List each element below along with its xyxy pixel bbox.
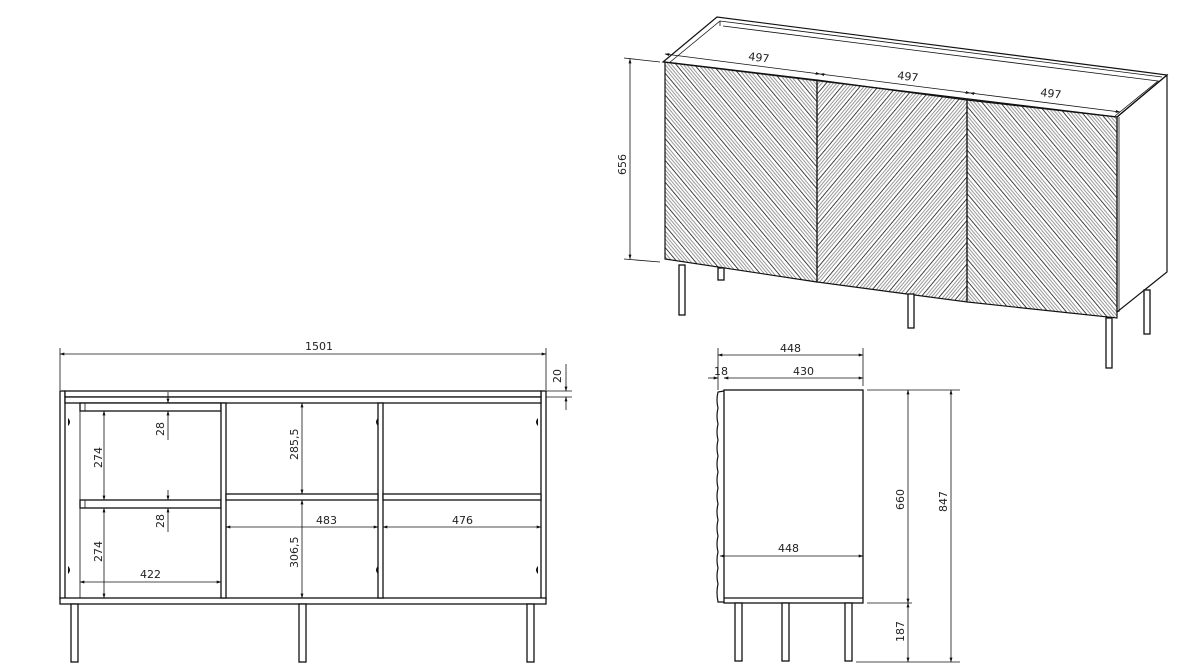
left-lower-gap-label: 274 xyxy=(92,541,105,562)
iso-door-width-2: 497 xyxy=(897,69,919,84)
isometric-view: 497 497 497 656 xyxy=(616,16,1169,369)
side-leg-height-label: 187 xyxy=(894,621,907,642)
iso-leg xyxy=(717,267,725,281)
side-door-thickness-label: 18 xyxy=(714,365,728,378)
hinge-icon xyxy=(68,418,538,574)
left-upper-gap-label: 274 xyxy=(92,447,105,468)
side-shelf-depth-label: 448 xyxy=(778,542,799,555)
middle-lower-height-label: 306,5 xyxy=(288,537,301,569)
left-bottom-shelf-thickness-label: 28 xyxy=(154,514,167,528)
front-legs xyxy=(70,603,535,663)
iso-door-right xyxy=(966,99,1118,319)
middle-upper-height-label: 285,5 xyxy=(288,429,301,461)
iso-side-panel xyxy=(1116,73,1168,314)
iso-leg xyxy=(678,264,686,316)
front-width-label: 1501 xyxy=(305,340,333,353)
iso-leg xyxy=(1105,317,1113,369)
top-thickness-label: 20 xyxy=(551,369,564,383)
side-body-depth-label: 430 xyxy=(793,365,814,378)
iso-leg xyxy=(1143,289,1151,335)
left-top-shelf-thickness-label: 28 xyxy=(154,422,167,436)
middle-width-label: 483 xyxy=(316,514,337,527)
left-width-label: 422 xyxy=(140,568,161,581)
iso-door-left xyxy=(664,61,818,283)
side-overall-height-label: 847 xyxy=(937,491,950,512)
right-width-label: 476 xyxy=(452,514,473,527)
side-view: 448 18 430 448 660 187 847 xyxy=(708,342,960,663)
iso-door-width-3: 497 xyxy=(1040,86,1062,101)
side-body-height-label: 660 xyxy=(894,489,907,510)
front-view: 1501 20 274 xyxy=(59,340,572,663)
iso-height-label: 656 xyxy=(616,154,629,175)
iso-leg xyxy=(907,293,915,329)
side-depth-label: 448 xyxy=(780,342,801,355)
iso-door-middle xyxy=(816,79,968,303)
iso-door-width-1: 497 xyxy=(748,50,770,65)
